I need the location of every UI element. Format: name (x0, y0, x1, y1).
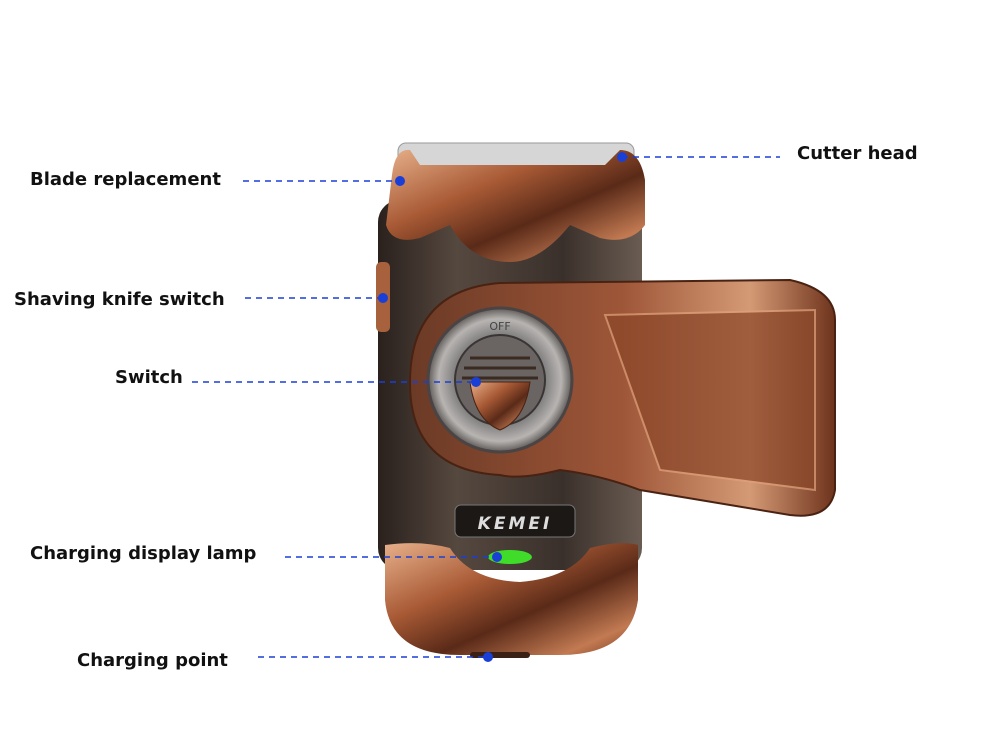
brand-logo-text: KEMEI (478, 514, 553, 534)
blade-replacement-frame (386, 149, 645, 262)
switch-button (469, 381, 531, 431)
label-charging-display-lamp: Charging display lamp (30, 543, 257, 564)
leader-dots (378, 152, 627, 662)
label-switch: Switch (115, 367, 183, 388)
label-charging-point: Charging point (77, 650, 228, 671)
switch-off-marking: OFF (489, 320, 510, 333)
label-blade-replacement: Blade replacement (30, 169, 221, 190)
brand-logo (454, 504, 576, 538)
label-cutter-head: Cutter head (797, 143, 918, 164)
leader-lines (192, 156, 780, 658)
shaver-bottom-cap (385, 543, 638, 655)
label-shaving-knife-switch: Shaving knife switch (14, 289, 225, 310)
